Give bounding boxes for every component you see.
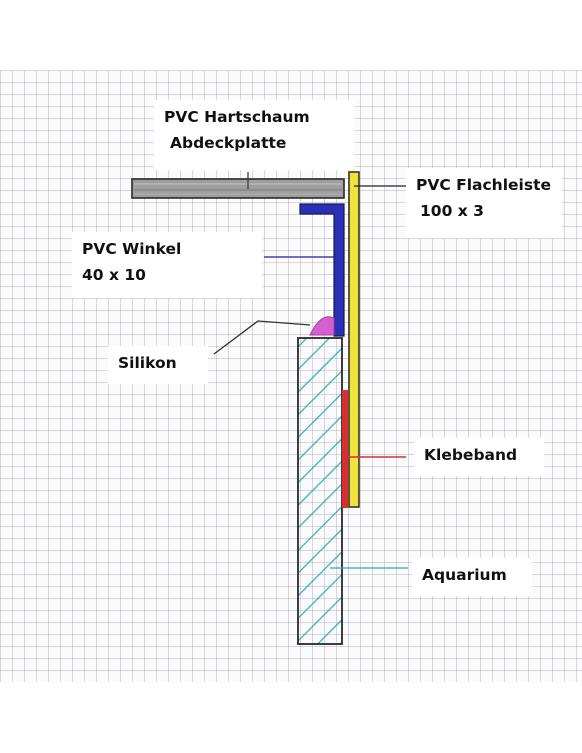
label-aquarium: Aquarium (412, 558, 532, 596)
winkel-profile (299, 203, 345, 337)
label-silikon-text: Silikon (118, 354, 177, 372)
label-silikon: Silikon (108, 346, 208, 384)
aquarium-glass (297, 337, 343, 645)
flachleiste-strip (348, 171, 360, 508)
label-hartschaum-line1: PVC Hartschaum (164, 108, 310, 126)
label-klebeband-text: Klebeband (424, 446, 518, 464)
label-winkel: PVC Winkel 40 x 10 (72, 232, 262, 298)
label-aquarium-text: Aquarium (422, 566, 507, 584)
label-hartschaum-line2: Abdeckplatte (170, 134, 287, 152)
label-winkel-line2: 40 x 10 (82, 266, 146, 284)
hartschaum-plate (131, 178, 345, 199)
label-flachleiste-line2: 100 x 3 (420, 202, 484, 220)
label-winkel-line1: PVC Winkel (82, 240, 182, 258)
klebeband-strip (342, 390, 348, 508)
label-flachleiste-line1: PVC Flachleiste (416, 176, 551, 194)
silikon-pointer (213, 320, 311, 355)
label-hartschaum: PVC Hartschaum Abdeckplatte (154, 100, 354, 170)
label-klebeband: Klebeband (414, 438, 544, 476)
silikon-bead (309, 316, 335, 336)
label-flachleiste: PVC Flachleiste 100 x 3 (406, 168, 562, 238)
